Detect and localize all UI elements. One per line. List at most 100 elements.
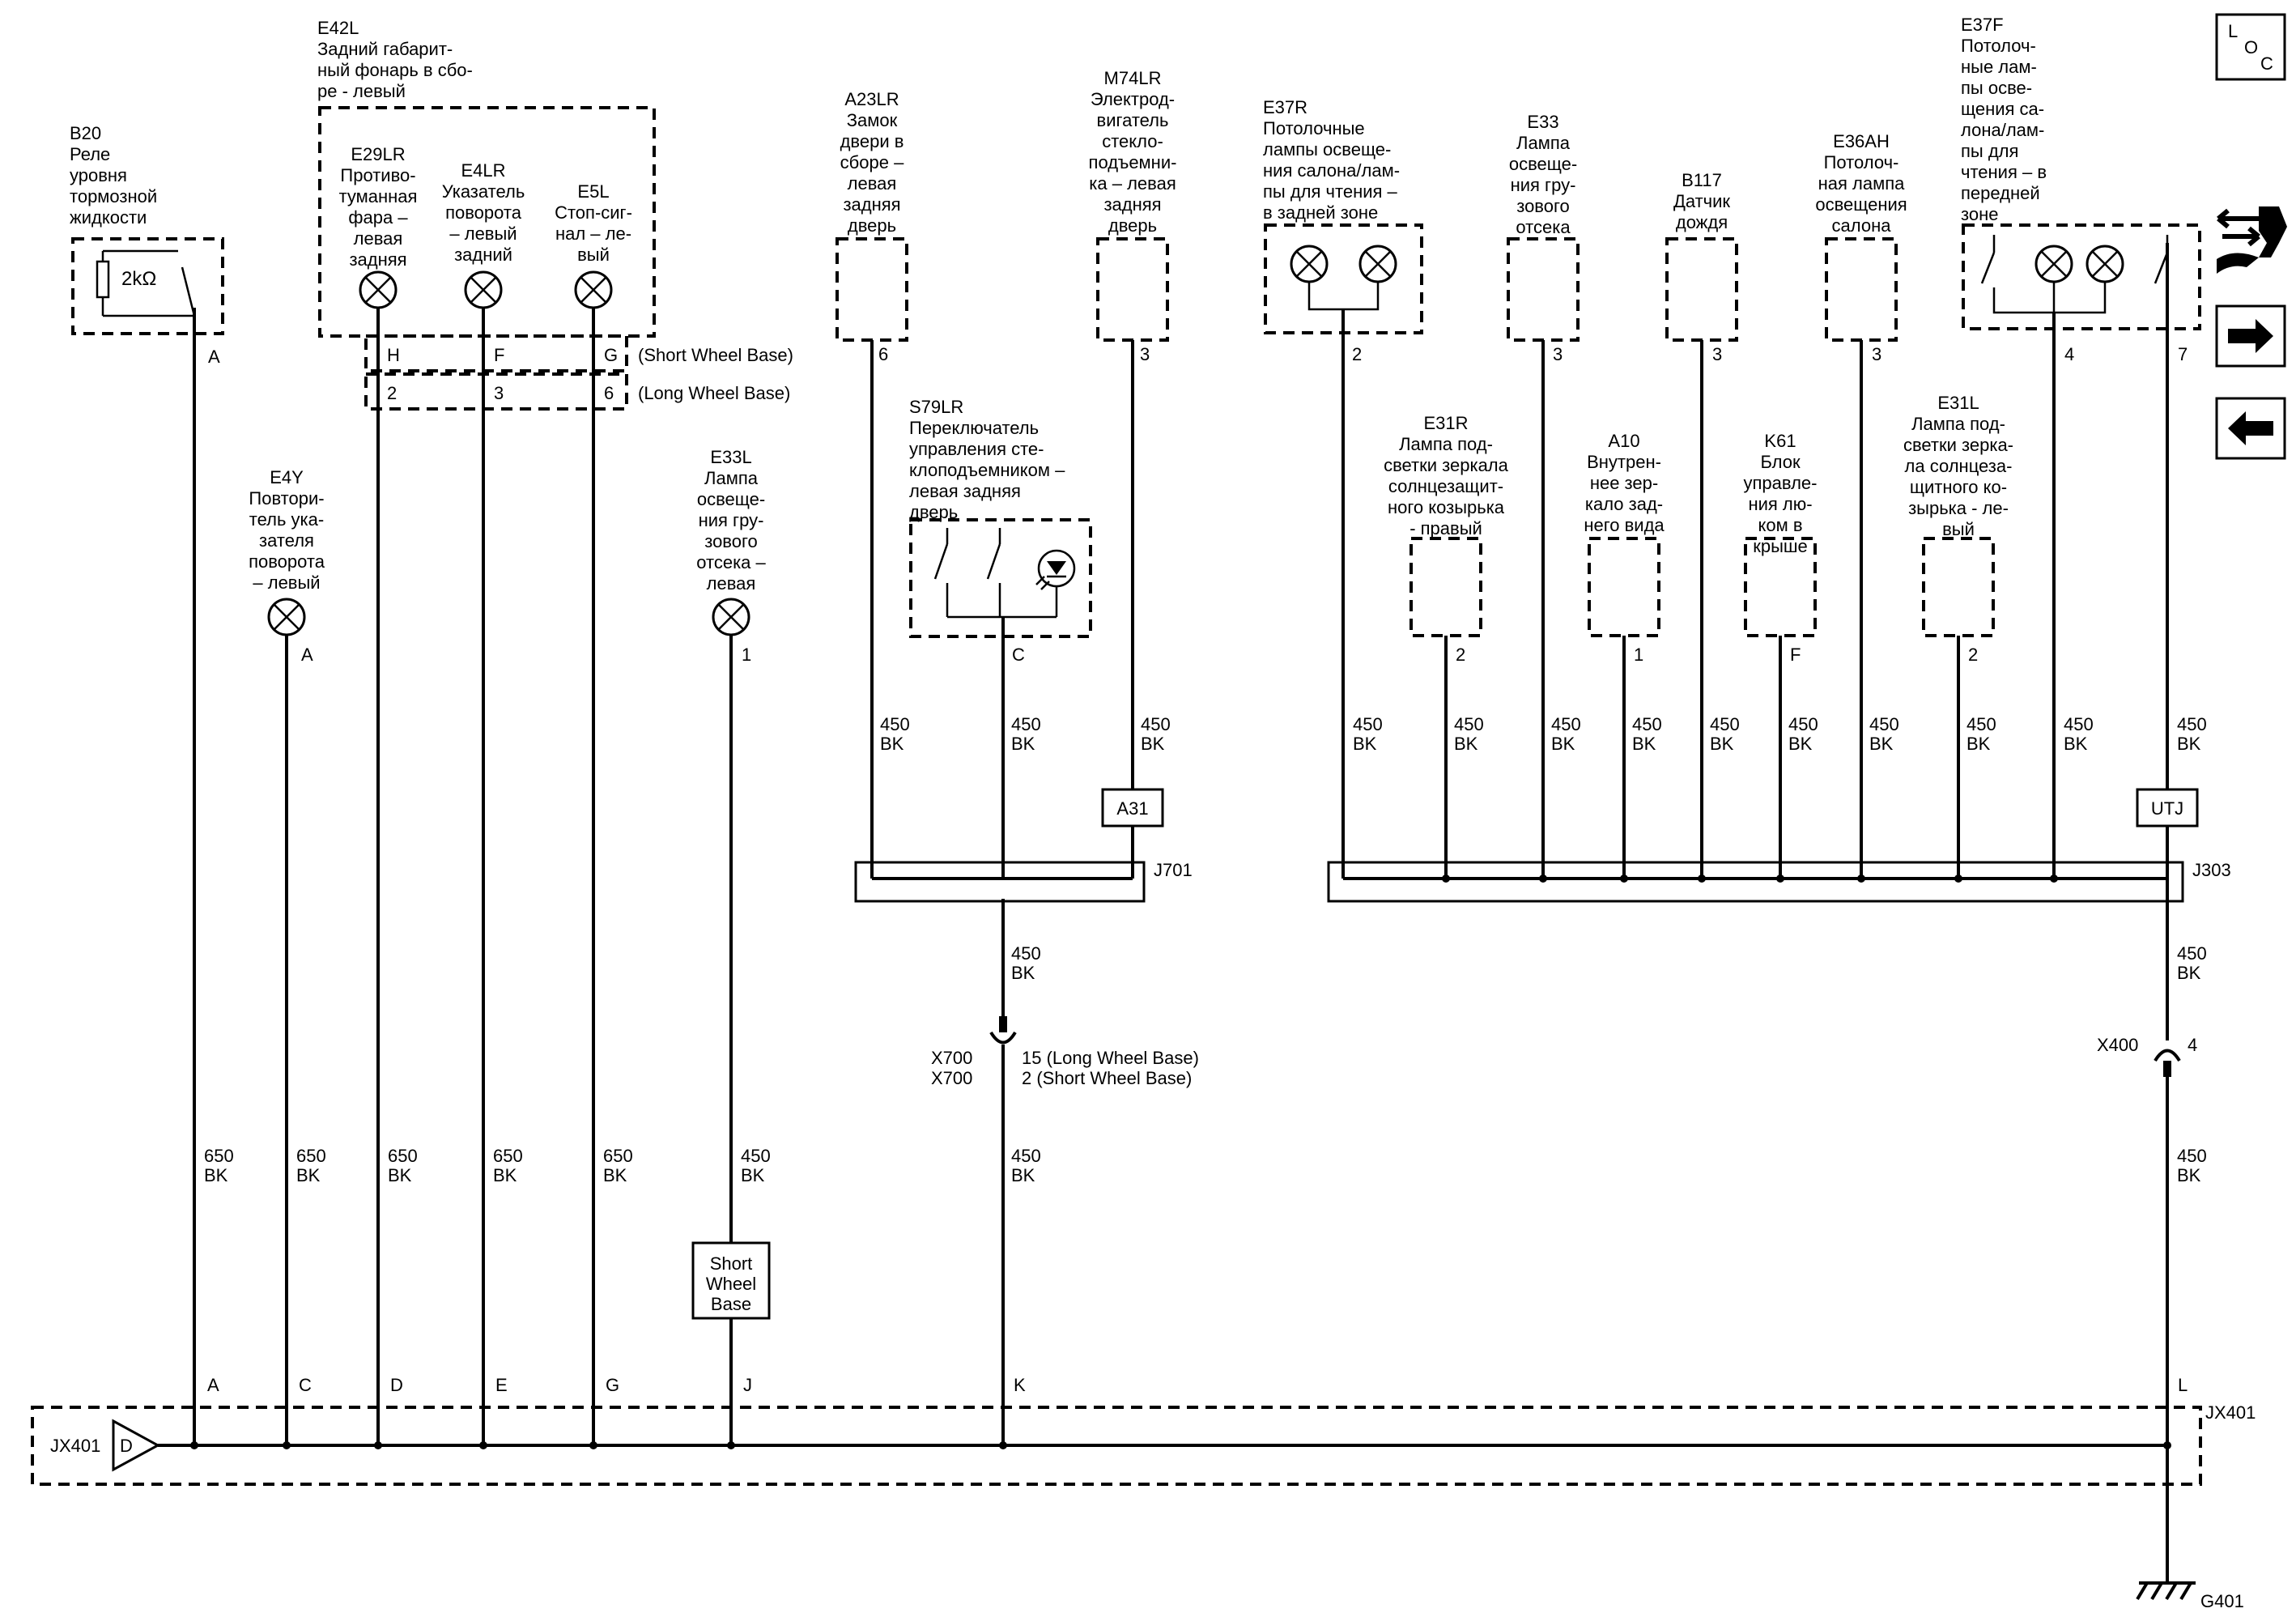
e37r-pin: 2 <box>1352 344 1362 364</box>
s79lr-line-2: клоподъемником – <box>909 460 1065 480</box>
x700-pin-lwb: 15 (Long Wheel Base) <box>1022 1048 1199 1068</box>
e29lr-line-3: левая <box>354 228 403 249</box>
e37f-line-7: передней <box>1961 183 2040 203</box>
e33l-line-2: ния гру- <box>699 510 764 530</box>
loc-button[interactable]: L O C <box>2215 13 2286 81</box>
e42l-line-0: Задний габарит- <box>317 39 453 59</box>
jx401-pin: D <box>390 1375 403 1395</box>
b20-housing <box>71 237 224 335</box>
e37r-code: E37R <box>1263 97 1307 117</box>
e31r-line-4: - правый <box>1409 518 1482 538</box>
e37f-code: E37F <box>1961 15 2004 35</box>
svg-text:BK: BK <box>1966 734 1991 754</box>
component-e33l: E33L Лампа освеще- ния гру- зового отсек… <box>696 447 766 594</box>
b117-line-1: дождя <box>1676 212 1728 232</box>
e37f-housing <box>1962 223 2201 330</box>
b20-line-2: тормозной <box>70 186 157 206</box>
a10-housing <box>1588 537 1660 637</box>
e33-line-2: ния гру- <box>1511 175 1576 195</box>
e31l-line-3: щитного ко- <box>1910 477 2007 497</box>
e29lr-line-4: задняя <box>349 249 406 270</box>
e29lr-line-0: Противо- <box>340 165 415 185</box>
b20-line-0: Реле <box>70 144 110 164</box>
svg-text:BK: BK <box>1788 734 1813 754</box>
a23lr-line-3: левая <box>848 173 897 194</box>
x400-connector: X400 4 <box>2097 1035 2197 1077</box>
e42l-line-2: ре - левый <box>317 81 406 101</box>
e36ah-line-3: салона <box>1832 215 1892 236</box>
swb-label: (Short Wheel Base) <box>638 345 793 365</box>
k61-housing <box>1744 537 1817 637</box>
component-e4lr: E4LR Указатель поворота – левый задний <box>442 160 525 265</box>
component-e4y: E4Y Повтори- тель ука- зателя поворота –… <box>249 467 325 593</box>
b20-relay-symbol: 2kΩ <box>96 249 196 317</box>
swb-box-line-1: Wheel <box>706 1274 756 1294</box>
jx401-label: JX401 <box>50 1436 100 1456</box>
e36ah-housing <box>1825 237 1898 342</box>
e33-line-1: освеще- <box>1509 154 1577 174</box>
svg-text:BK: BK <box>2177 734 2201 754</box>
b117-housing <box>1665 237 1738 342</box>
e31l-line-2: ла солнцеза- <box>1905 456 2013 476</box>
jx401-pin: E <box>495 1375 508 1395</box>
e33-pin: 3 <box>1553 344 1563 364</box>
arrow-right-button[interactable] <box>2215 304 2286 368</box>
e33l-line-1: освеще- <box>697 489 765 509</box>
e4y-line-4: – левый <box>253 572 320 593</box>
e5l-pin-lwb: 6 <box>604 383 614 403</box>
e37r-line-0: Потолочные <box>1263 118 1365 138</box>
arrow-left-button[interactable] <box>2215 397 2286 460</box>
m74lr-line-6: дверь <box>1108 215 1157 236</box>
e37f-line-3: щения са- <box>1961 99 2044 119</box>
svg-text:BK: BK <box>1141 734 1165 754</box>
m74lr-housing <box>1096 237 1169 342</box>
svg-text:450: 450 <box>1011 1146 1041 1166</box>
switch-contact-icon <box>2154 252 2169 284</box>
e31r-line-2: солнцезащит- <box>1388 476 1503 496</box>
component-e37f: E37F Потолоч- ные лам- пы осве- щения са… <box>1961 15 2047 224</box>
e37r-line-3: пы для чтения – <box>1263 181 1398 202</box>
b20-line-1: уровня <box>70 165 127 185</box>
lamp-icon <box>2086 245 2124 283</box>
e37f-line-1: ные лам- <box>1961 57 2037 77</box>
e31l-code: E31L <box>1937 393 1979 413</box>
e31l-line-1: светки зерка- <box>1903 435 2013 455</box>
svg-text:450: 450 <box>2177 1146 2207 1166</box>
svg-text:BK: BK <box>1869 734 1894 754</box>
e37f-pin-b: 7 <box>2178 344 2188 364</box>
svg-text:BK: BK <box>1011 963 1035 983</box>
component-e36ah: E36AH Потолоч- ная лампа освещения салон… <box>1815 131 1907 236</box>
e31r-code: E31R <box>1423 413 1468 433</box>
component-e31r: E31R Лампа под- светки зеркала солнцезащ… <box>1384 413 1509 538</box>
e29lr-line-2: фара – <box>348 207 408 228</box>
e4y-line-2: зателя <box>259 530 314 551</box>
e5l-line-1: нал – ле- <box>555 223 631 244</box>
connector-wrench-icon[interactable] <box>2217 206 2287 274</box>
svg-text:BK: BK <box>741 1165 765 1185</box>
e33l-line-4: отсека – <box>696 552 766 572</box>
lamp-icon <box>2035 245 2073 283</box>
jx401-pin: L <box>2178 1375 2188 1395</box>
component-e31l: E31L Лампа под- светки зерка- ла солнцез… <box>1903 393 2013 539</box>
junction-dots <box>190 874 2171 1449</box>
jx401-pin: K <box>1014 1375 1026 1395</box>
a10-line-2: кало зад- <box>1585 494 1663 514</box>
a23lr-pin: 6 <box>878 344 888 364</box>
a23lr-line-2: сборе – <box>840 152 904 172</box>
component-a23lr: A23LR Замок двери в сборе – левая задняя… <box>840 89 905 236</box>
e33l-line-0: Лампа <box>704 468 759 488</box>
component-e5l: E5L Стоп-сиг- нал – ле- вый <box>555 181 632 265</box>
lwb-pin-box <box>364 372 628 411</box>
switch-contact-icon <box>1980 252 1996 284</box>
svg-text:450: 450 <box>741 1146 771 1166</box>
component-e29lr: E29LR Противо- туманная фара – левая зад… <box>339 144 418 270</box>
j701-splice <box>854 861 1146 903</box>
svg-text:BK: BK <box>2064 734 2088 754</box>
a23lr-housing <box>835 237 908 342</box>
swb-pin-box <box>364 334 628 372</box>
